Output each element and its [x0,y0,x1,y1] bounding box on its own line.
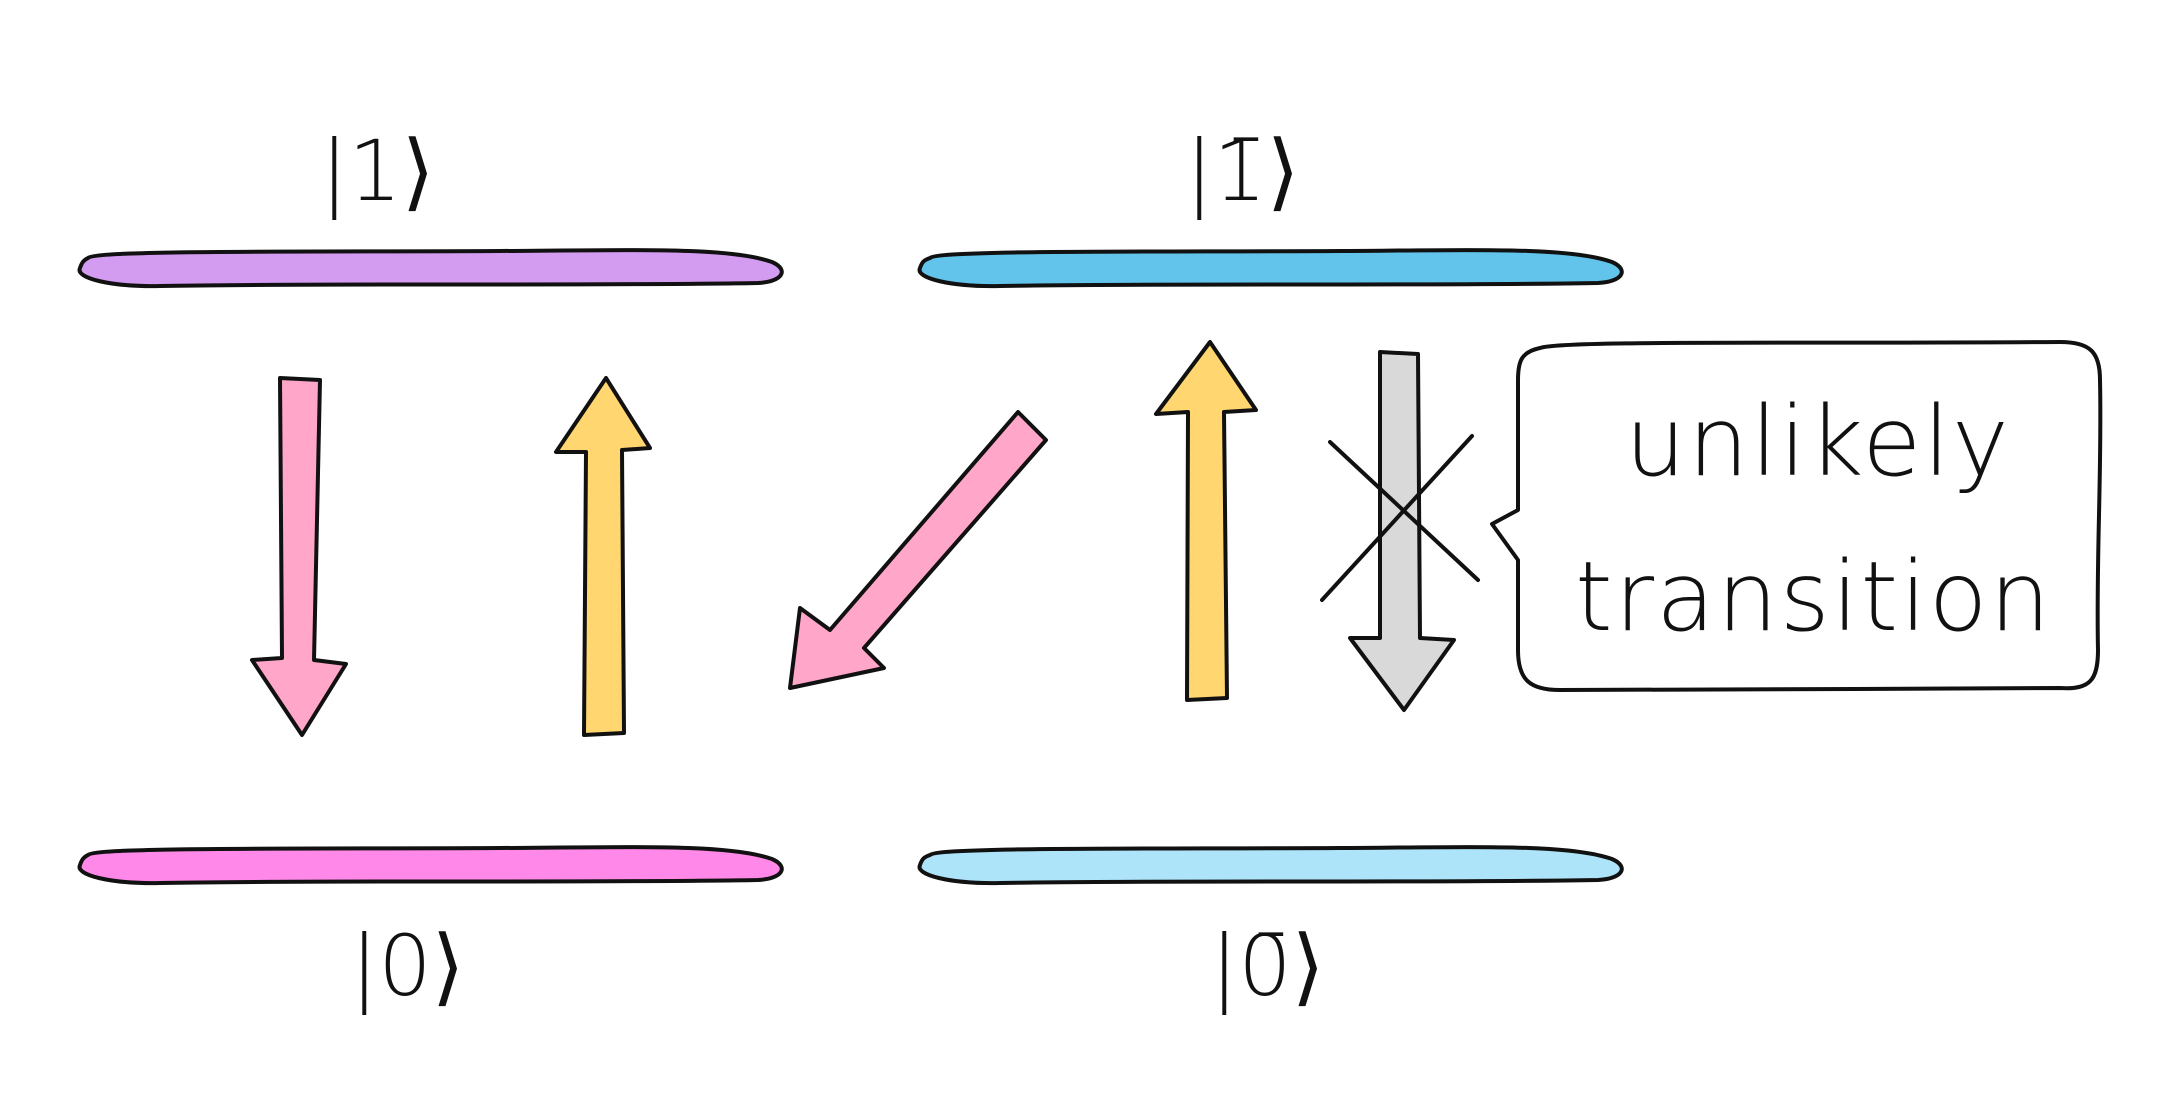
level-zero-bar-bar [917,845,1624,886]
label-zero-bar-ket: |0̄⟩ [1210,917,1325,1015]
label-one-bar-ket: |1̄⟩ [1185,122,1300,220]
decay-arrow-one-to-zero [250,376,348,737]
excitation-arrow-to-onebar [1154,340,1258,702]
decay-arrow-onebar-to-zero [788,410,1048,690]
level-one-bar-bar [917,248,1624,289]
blocked-arrow-onebar-to-zerobar [1348,350,1456,712]
callout-line-1: unlikely [1625,386,2011,498]
label-one-ket: |1⟩ [320,122,435,220]
callout-box [1490,340,2103,692]
level-zero-bar [77,845,784,886]
level-one-bar [77,248,784,289]
label-zero-ket: |0⟩ [350,917,465,1015]
excitation-arrow-zero-to-one [554,376,652,737]
callout-line-2: transition [1575,541,2052,653]
cross-out-mark [1320,434,1480,602]
